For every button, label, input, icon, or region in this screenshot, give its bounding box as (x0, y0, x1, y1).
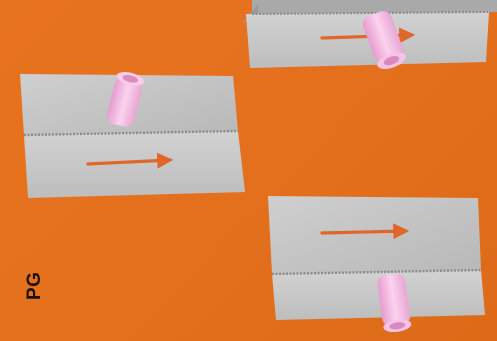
position-bottom-right (268, 196, 485, 334)
position-label: PG (24, 272, 46, 300)
direction-arrow-icon (322, 231, 406, 233)
position-left (20, 70, 245, 198)
position-top-right (242, 0, 497, 72)
plate-near (24, 131, 245, 198)
plate-near (272, 270, 485, 320)
plate-far (268, 196, 481, 274)
